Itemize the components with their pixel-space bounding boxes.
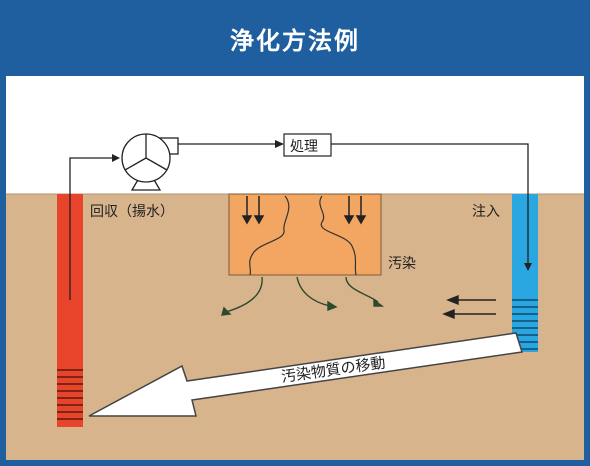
recovery-label: 回収（揚水） xyxy=(90,203,174,220)
infiltration-arrows xyxy=(241,196,367,225)
pump-icon xyxy=(121,133,179,191)
injection-well xyxy=(512,194,538,352)
flow-pipe xyxy=(69,143,529,300)
migration-arrow xyxy=(88,332,523,417)
recovery-well-screen xyxy=(57,369,83,420)
contamination-plume-right xyxy=(319,195,357,276)
contamination-label: 汚染 xyxy=(388,256,416,272)
spread-arrows xyxy=(221,276,385,316)
contamination-plume-left xyxy=(249,195,290,276)
injection-flow-arrows xyxy=(442,294,496,320)
diagram-title: 浄化方法例 xyxy=(230,25,360,55)
title-bar: 浄化方法例 xyxy=(6,0,584,76)
treatment-label: 処理 xyxy=(290,139,318,155)
contamination-zone xyxy=(228,193,382,276)
injection-label: 注入 xyxy=(472,204,500,220)
treatment-box xyxy=(283,133,332,157)
flow-arrowheads xyxy=(112,140,532,271)
